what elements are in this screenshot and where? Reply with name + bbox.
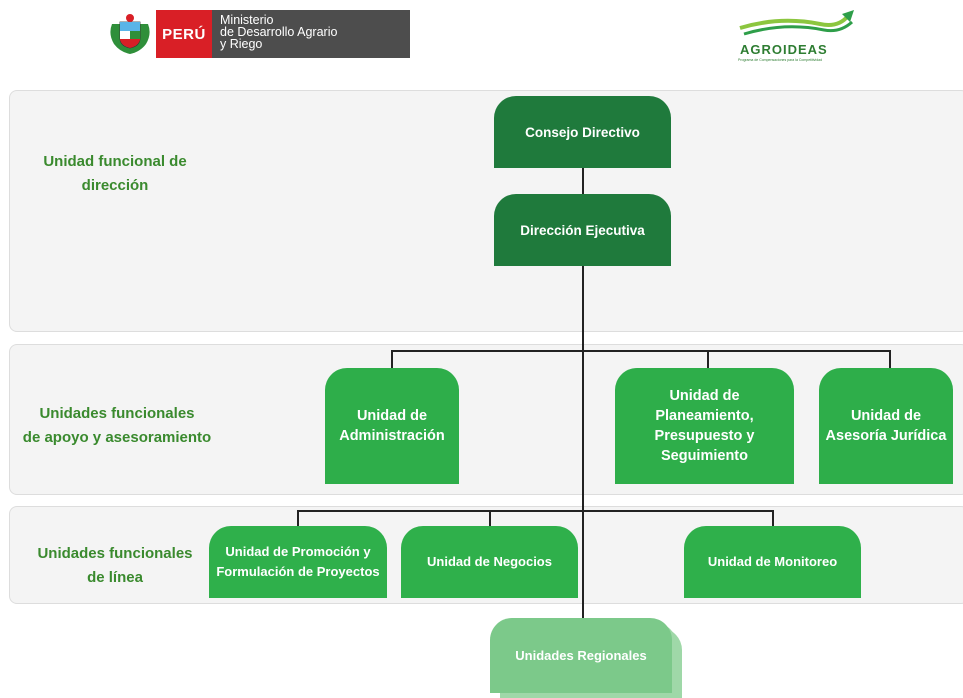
coat-of-arms-icon xyxy=(104,10,156,58)
ministry-name: Ministerio de Desarrollo Agrario y Riego xyxy=(212,10,410,58)
node-unidad-negocios[interactable]: Unidad de Negocios xyxy=(401,526,578,598)
agroideas-tagline: Programa de Compensaciones para la Compe… xyxy=(738,58,823,62)
minagri-logo: PERÚ Ministerio de Desarrollo Agrario y … xyxy=(104,10,410,58)
agroideas-name: AGROIDEAS xyxy=(740,42,828,57)
node-unidad-planeamiento[interactable]: Unidad de Planeamiento, Presupuesto y Se… xyxy=(615,368,794,484)
agroideas-swoosh-icon xyxy=(739,10,854,36)
connector-negocios xyxy=(489,510,491,526)
band-direction xyxy=(9,90,963,332)
connector-monitoreo xyxy=(772,510,774,526)
ministry-line-1: Ministerio xyxy=(220,13,274,27)
connector-support-horizontal xyxy=(391,350,891,352)
ministry-line-3: y Riego xyxy=(220,37,263,51)
connector-promocion xyxy=(297,510,299,526)
ministry-line-2: de Desarrollo Agrario xyxy=(220,25,338,39)
node-direccion-ejecutiva[interactable]: Dirección Ejecutiva xyxy=(494,194,671,266)
node-unidad-asesoria-juridica[interactable]: Unidad de Asesoría Jurídica xyxy=(819,368,953,484)
node-consejo-directivo[interactable]: Consejo Directivo xyxy=(494,96,671,168)
band-label-support: Unidades funcionales de apoyo y asesoram… xyxy=(22,405,212,446)
node-unidad-administracion[interactable]: Unidad de Administración xyxy=(325,368,459,484)
connector-juridica xyxy=(889,350,891,368)
peru-label: PERÚ xyxy=(156,10,212,58)
agroideas-logo: AGROIDEAS Programa de Compensaciones par… xyxy=(730,8,860,63)
node-unidad-promocion[interactable]: Unidad de Promoción y Formulación de Pro… xyxy=(209,526,387,598)
connector-planeamiento xyxy=(707,350,709,368)
connector-consejo-direccion xyxy=(582,168,584,194)
node-unidades-regionales[interactable]: Unidades Regionales xyxy=(490,618,672,693)
band-label-line: Unidades funcionales de línea xyxy=(37,545,193,586)
band-support xyxy=(9,344,963,495)
connector-administracion xyxy=(391,350,393,368)
connector-line-horizontal xyxy=(297,510,774,512)
node-unidad-monitoreo[interactable]: Unidad de Monitoreo xyxy=(684,526,861,598)
connector-main-vertical xyxy=(582,265,584,620)
band-label-direction: Unidad funcional de dirección xyxy=(43,153,187,194)
